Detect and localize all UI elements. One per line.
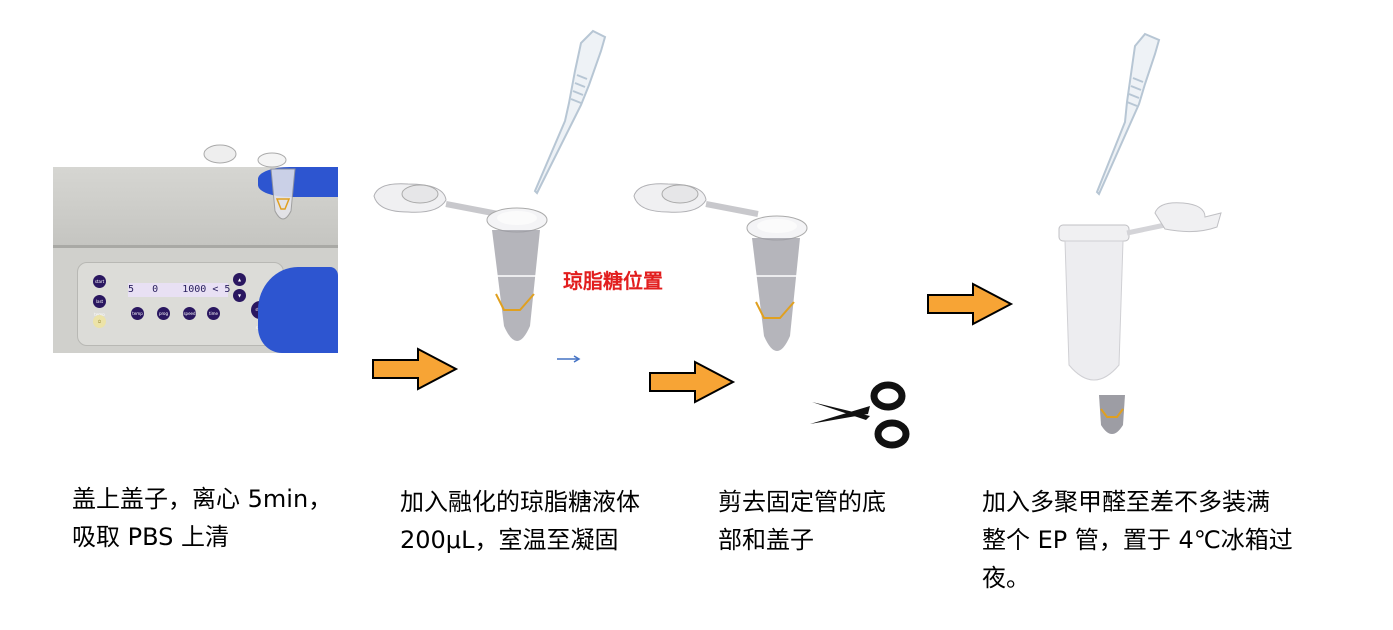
last-temp-key: last temp xyxy=(93,295,106,317)
temp-key: temp xyxy=(131,307,144,320)
step-4-caption: 加入多聚甲醛至差不多装满 整个 EP 管，置于 4℃冰箱过 夜。 xyxy=(982,483,1293,597)
gloved-hand-icon xyxy=(258,267,338,353)
step-3-caption: 剪去固定管的底 部和盖子 xyxy=(718,483,886,559)
small-arrow-icon xyxy=(557,355,581,363)
down-key: ▼ xyxy=(233,289,246,302)
control-panel xyxy=(77,262,284,346)
centrifuge-lcd: 5 0 1000 < 5 xyxy=(128,283,231,297)
agarose-position-label: 琼脂糖位置 xyxy=(563,269,663,293)
up-key: ▲ xyxy=(233,273,246,286)
arrow-right-icon-3 xyxy=(927,282,1014,326)
ep-tube-large-icon xyxy=(1058,202,1222,434)
time-key: time xyxy=(207,307,220,320)
step-1-caption: 盖上盖子，离心 5min， 吸取 PBS 上清 xyxy=(72,480,332,556)
step-4-line-1: 加入多聚甲醛至差不多装满 xyxy=(982,488,1270,516)
ep-tube-agarose-icon-2 xyxy=(633,183,808,351)
speed-key: speed xyxy=(183,307,196,320)
step-3-line-1: 剪去固定管的底 xyxy=(718,488,886,516)
step-2-line-1: 加入融化的琼脂糖液体 xyxy=(400,488,640,516)
step-1-line-2: 吸取 PBS 上清 xyxy=(72,523,230,551)
step-4-line-2: 整个 EP 管，置于 4℃冰箱过 xyxy=(982,526,1293,554)
step-2-caption: 加入融化的琼脂糖液体 200μL，室温至凝固 xyxy=(400,483,640,559)
arrow-right-icon-2 xyxy=(649,360,736,404)
start-key: start xyxy=(93,275,106,288)
ep-tube-agarose-icon xyxy=(373,183,548,341)
step-4-line-3: 夜。 xyxy=(982,564,1030,592)
arrow-right-icon xyxy=(372,347,459,391)
step-1-line-1: 盖上盖子，离心 5min， xyxy=(72,485,333,513)
scissors-icon xyxy=(810,381,910,449)
pipette-icon xyxy=(533,29,607,195)
power-key: ⏻ xyxy=(93,315,106,328)
step-3-line-2: 部和盖子 xyxy=(718,526,814,554)
prog-key: prog xyxy=(157,307,170,320)
step-2-line-2: 200μL，室温至凝固 xyxy=(400,526,619,554)
centrifuge-photo: 5 0 1000 < 5 start last temp ⏻ temp prog… xyxy=(53,167,338,353)
pipette-icon-2 xyxy=(1095,32,1161,196)
ep-tube-icon xyxy=(270,168,296,220)
ep-tube-cap-icon xyxy=(203,144,287,168)
